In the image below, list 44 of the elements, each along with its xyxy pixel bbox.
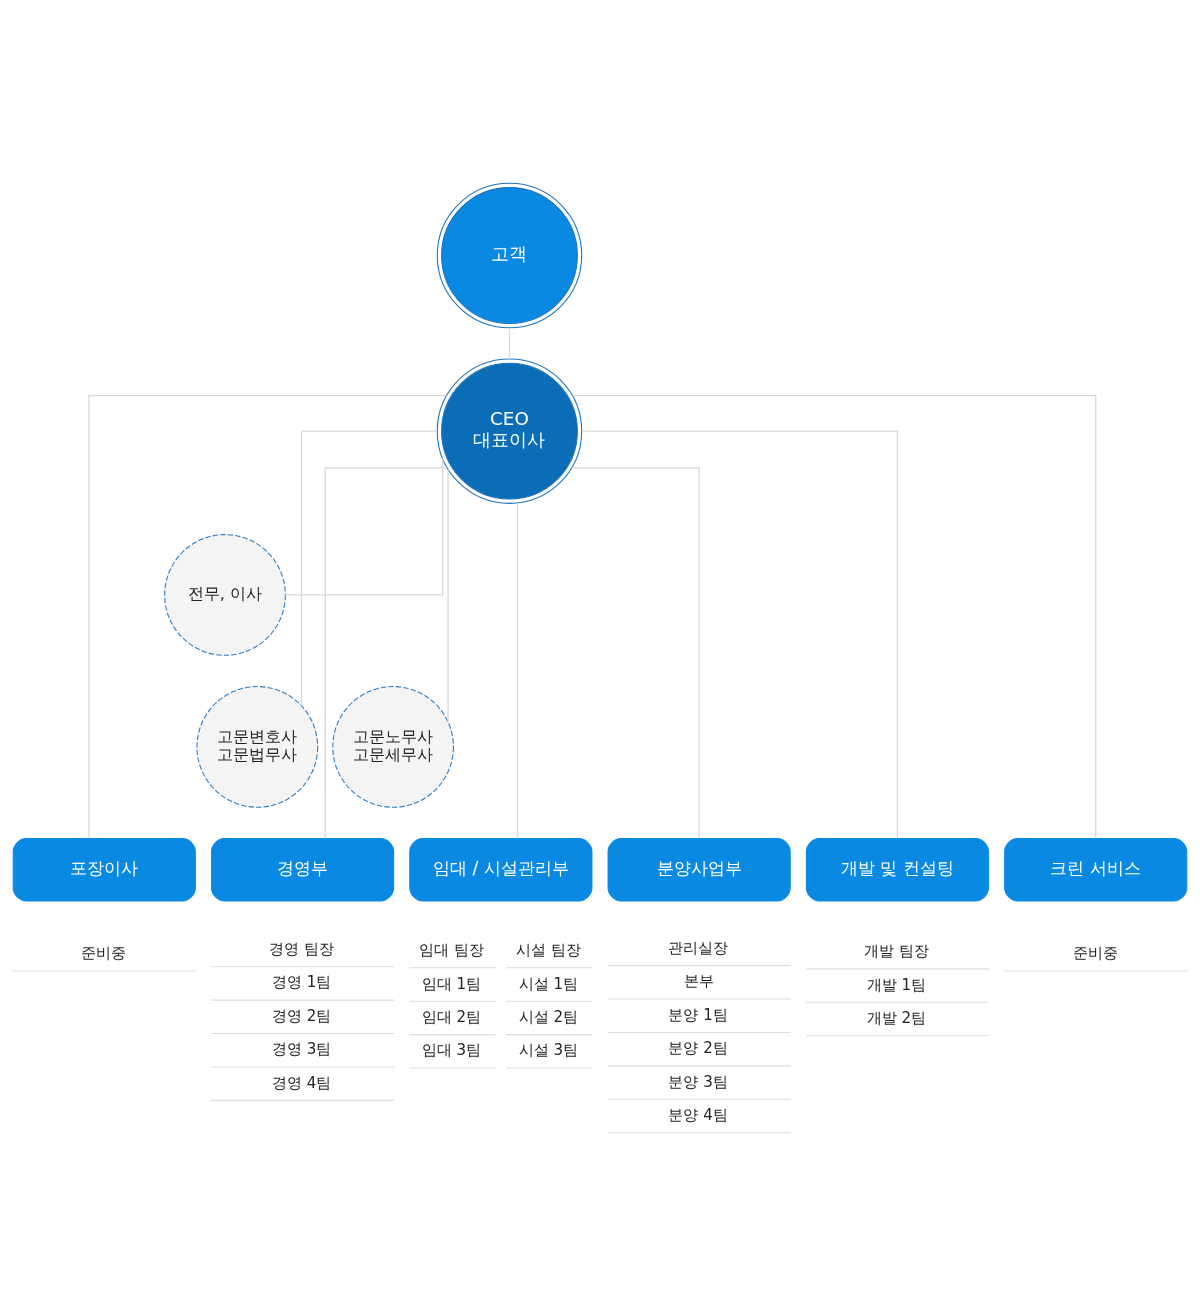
node-label: 본부 [683,972,714,991]
node-label: 임대 1팀 [421,974,482,993]
node-label: 시설 팀장 [515,941,581,960]
node-box: 크린 서비스 [1004,837,1188,902]
node-circle: 고문노무사 고문세무사 [332,686,454,808]
node-label: 시설 1팀 [518,974,579,993]
node-box: 개발 및 컨설팅 [805,837,989,902]
node-label: 준비중 [81,944,127,963]
node-label: 분양 1팀 [668,1005,728,1024]
node-label: 경영 4팀 [271,1073,332,1092]
node-circle: CEO 대표이사 [436,358,583,504]
node-label: 경영 3팀 [271,1040,332,1059]
node-label: 준비중 [1072,944,1118,963]
node-label: 개발 1팀 [866,975,927,994]
node-label: 관리실장 [667,938,728,957]
node-label: 개발 팀장 [864,942,929,961]
connector [284,457,444,596]
connector [508,327,511,360]
node-box: 포장이사 [12,837,196,902]
node-label: 임대 3팀 [421,1041,482,1060]
node-label: 임대 팀장 [418,941,484,960]
node-circle: 전무, 이사 [164,534,286,656]
connector [300,430,438,707]
node-box: 분양사업부 [607,837,791,902]
node-label: 분양 2팀 [668,1039,728,1058]
node-label: 분양 3팀 [668,1072,728,1091]
node-label: 시설 2팀 [518,1007,579,1026]
node-label: 경영 2팀 [271,1006,332,1025]
connector [88,394,448,839]
node-box: 경영부 [211,837,395,902]
connector [571,467,700,839]
connector [571,394,1097,839]
node-label: 임대 2팀 [421,1007,482,1026]
node-circle: 고객 [436,182,583,329]
node-label: 개발 2팀 [866,1008,927,1027]
node-label: 시설 3팀 [518,1041,579,1060]
node-label: 경영 1팀 [271,973,332,992]
connector [324,467,448,839]
node-circle: 고문변호사 고문법무사 [196,686,319,808]
connector [516,502,519,839]
node-box: 임대 / 시설관리부 [409,837,593,902]
connector [581,430,899,839]
node-label: 분양 4팀 [668,1105,728,1124]
node-label: 경영 팀장 [269,940,334,959]
